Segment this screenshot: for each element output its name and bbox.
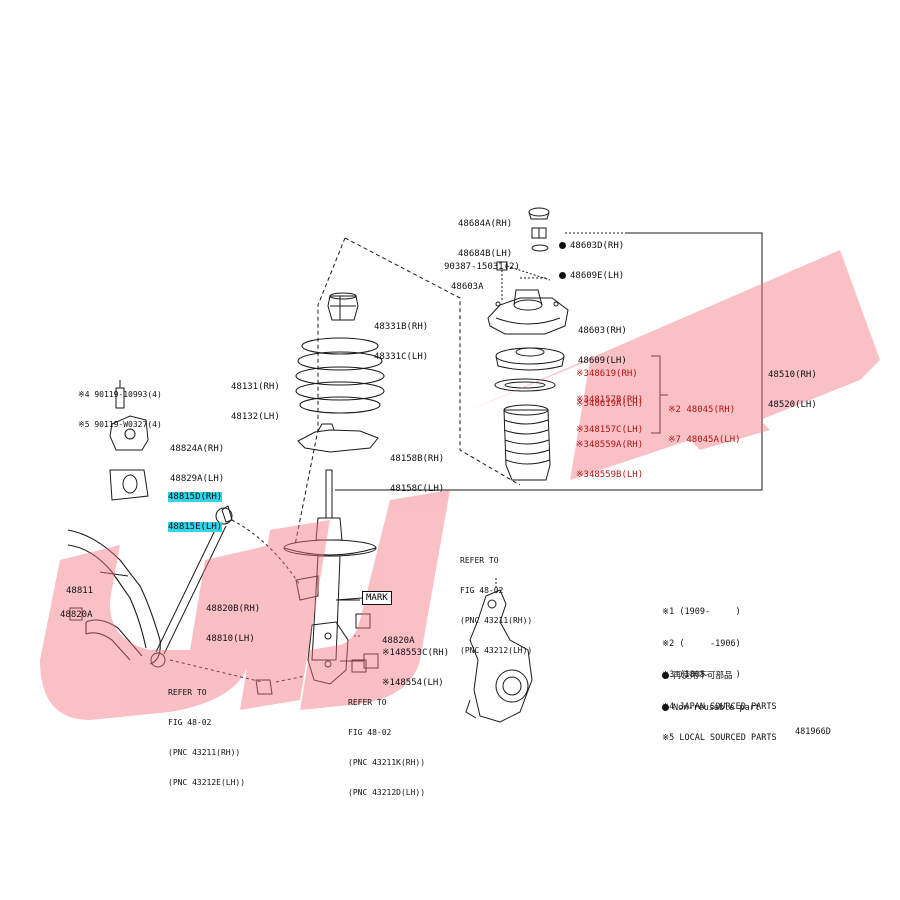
assembly-dash-upper — [294, 237, 346, 546]
label-48045: ※2 48045(RH) ※7 48045A(LH) — [668, 405, 741, 445]
label-48619: ※348619(RH) ※348619A(LH) — [576, 369, 644, 409]
label-48157: ※348157B(RH) ※348157C(LH) — [576, 395, 644, 435]
non-reusable-dot-icon — [662, 672, 669, 679]
link-dashed-path — [231, 519, 301, 586]
stabilizer-bar-icon — [67, 529, 161, 665]
nut-icon — [531, 227, 547, 239]
non-reusable-dot-icon — [559, 272, 566, 279]
label-48815: 48815D(RH) 48815E(LH) — [168, 472, 223, 542]
link-bushing-right-icon — [355, 613, 371, 629]
label-48603: 48603(RH) 48609(LH) — [578, 326, 627, 366]
strut-bolt-icon — [340, 635, 379, 673]
label-48331: 48331B(RH) 48331C(LH) — [374, 322, 429, 362]
label-48603d: 48603D(RH) 48609E(LH) — [559, 221, 624, 291]
label-48559: ※348559A(RH) ※348559B(LH) — [576, 440, 644, 480]
label-48158: 48158B(RH) 48158C(LH) — [390, 454, 445, 494]
washer-icon — [531, 244, 549, 252]
ref-bottom: REFER TO FIG 48-02 (PNC 43211K(RH)) (PNC… — [348, 698, 426, 797]
stabilizer-link-icon — [150, 505, 233, 668]
cap-48684-icon — [528, 207, 550, 220]
label-48811: 48811 — [66, 586, 94, 596]
upper-support-icon — [487, 289, 569, 335]
stabilizer-bushing-icon — [109, 469, 149, 501]
highlight-48815e: 48815E(LH) — [168, 522, 223, 532]
label-90387: 90387-15031(2) — [444, 262, 520, 272]
figure-id: 481966D — [795, 727, 831, 737]
leader-48510 — [335, 232, 763, 491]
bracket-48045 — [651, 355, 661, 434]
coil-spring-icon — [295, 337, 385, 414]
bolt-48603a-icon — [496, 261, 551, 300]
ref-left: REFER TO FIG 48-02 (PNC 43211(RH)) (PNC … — [168, 688, 246, 787]
non-reusable-dot-icon — [559, 242, 566, 249]
link-bushing-icon — [69, 607, 83, 621]
label-48824: 48824A(RH) 48829A(LH) — [170, 444, 225, 484]
legend-marks: 再使用不可部品 Non-reusable part — [662, 650, 760, 724]
label-48510: 48510(RH) 48520(LH) — [768, 370, 817, 410]
label-48684: 48684A(RH) 48684B(LH) — [458, 219, 513, 259]
spring-seat-upper-icon — [494, 378, 556, 392]
label-48553: ※148553C(RH) ※148554(LH) — [382, 648, 450, 688]
assembly-dash-right — [344, 237, 521, 486]
label-48820b: 48820B(RH) 48810(LH) — [206, 604, 261, 644]
mount-bearing-icon — [495, 347, 565, 371]
shock-absorber-icon — [283, 469, 377, 685]
non-reusable-dot-icon — [662, 703, 669, 711]
ref-top: REFER TO FIG 48-02 (PNC 43211(RH)) (PNC … — [460, 556, 533, 655]
leader-48811 — [99, 571, 129, 577]
label-90119: ※4 90119-10993(4) ※5 90119-W0327(4) — [78, 390, 162, 429]
mark-label: MARK — [362, 591, 392, 605]
bump-stopper-icon — [327, 292, 359, 321]
steering-knuckle-icon — [465, 589, 533, 723]
highlight-48815d: 48815D(RH) — [168, 492, 223, 502]
label-48603a: 48603A — [451, 282, 484, 292]
stabilizer-bracket-icon — [109, 380, 149, 451]
dust-boot-icon — [503, 404, 551, 481]
label-48131: 48131(RH) 48132(LH) — [231, 382, 280, 422]
label-48820a-right: 48820A — [382, 636, 415, 646]
label-48820a-left: 48820A — [60, 610, 93, 620]
nut-link-icon — [255, 679, 273, 695]
spring-insulator-icon — [297, 423, 379, 453]
